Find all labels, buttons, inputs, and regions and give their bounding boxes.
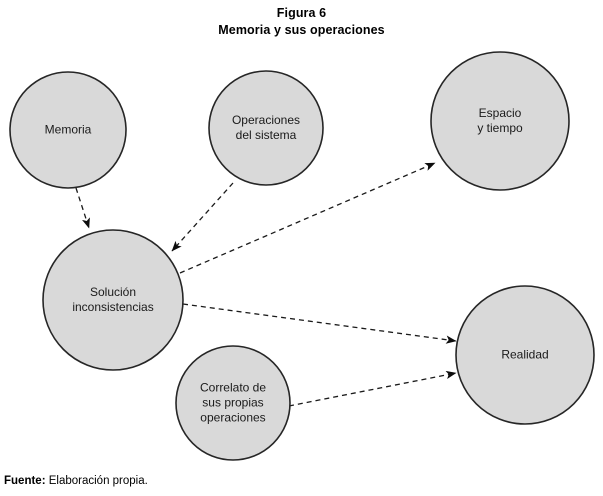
source-note: Fuente: Elaboración propia. (4, 474, 148, 488)
node-realidad (455, 285, 595, 425)
node-solucion (42, 229, 184, 371)
figure-title-line-2: Memoria y sus operaciones (218, 23, 385, 37)
node-operaciones (208, 70, 324, 186)
source-text: Elaboración propia. (48, 475, 148, 487)
edge-operaciones-to-solucion (171, 182, 234, 252)
edge-memoria-to-solucion (75, 187, 90, 229)
edge-correlato-to-realidad (288, 370, 457, 407)
source-label: Fuente: (4, 475, 46, 487)
edge-layer (75, 162, 457, 407)
figure-title-line-1: Figura 6 (276, 6, 327, 20)
node-memoria (9, 71, 127, 189)
node-layer (9, 51, 595, 461)
node-espacio (430, 51, 570, 191)
figure-title: Figura 6 Memoria y sus operaciones (0, 5, 603, 39)
node-correlato (175, 345, 291, 461)
edge-solucion-to-realidad (182, 303, 457, 344)
edge-solucion-to-espacio (179, 162, 436, 274)
